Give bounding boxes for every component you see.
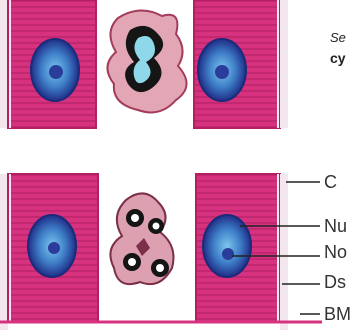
bottom-right-cell [196, 174, 288, 330]
top-lumen [107, 10, 186, 112]
top-row [0, 0, 288, 128]
top-right-cell [194, 0, 288, 128]
nucleus [203, 215, 251, 277]
label-bm: BM [324, 304, 351, 324]
top-left-cell [0, 0, 96, 128]
label-ds: Ds [324, 272, 346, 292]
label-no: No [324, 242, 347, 262]
label-c: C [324, 172, 337, 192]
bottom-row [0, 174, 322, 330]
bottom-lumen [110, 193, 173, 284]
bottom-left-cell [0, 174, 98, 330]
label-nu: Nu [324, 216, 347, 236]
caption-line-2: cy [330, 50, 346, 66]
caption-line-1: Se [330, 30, 346, 45]
